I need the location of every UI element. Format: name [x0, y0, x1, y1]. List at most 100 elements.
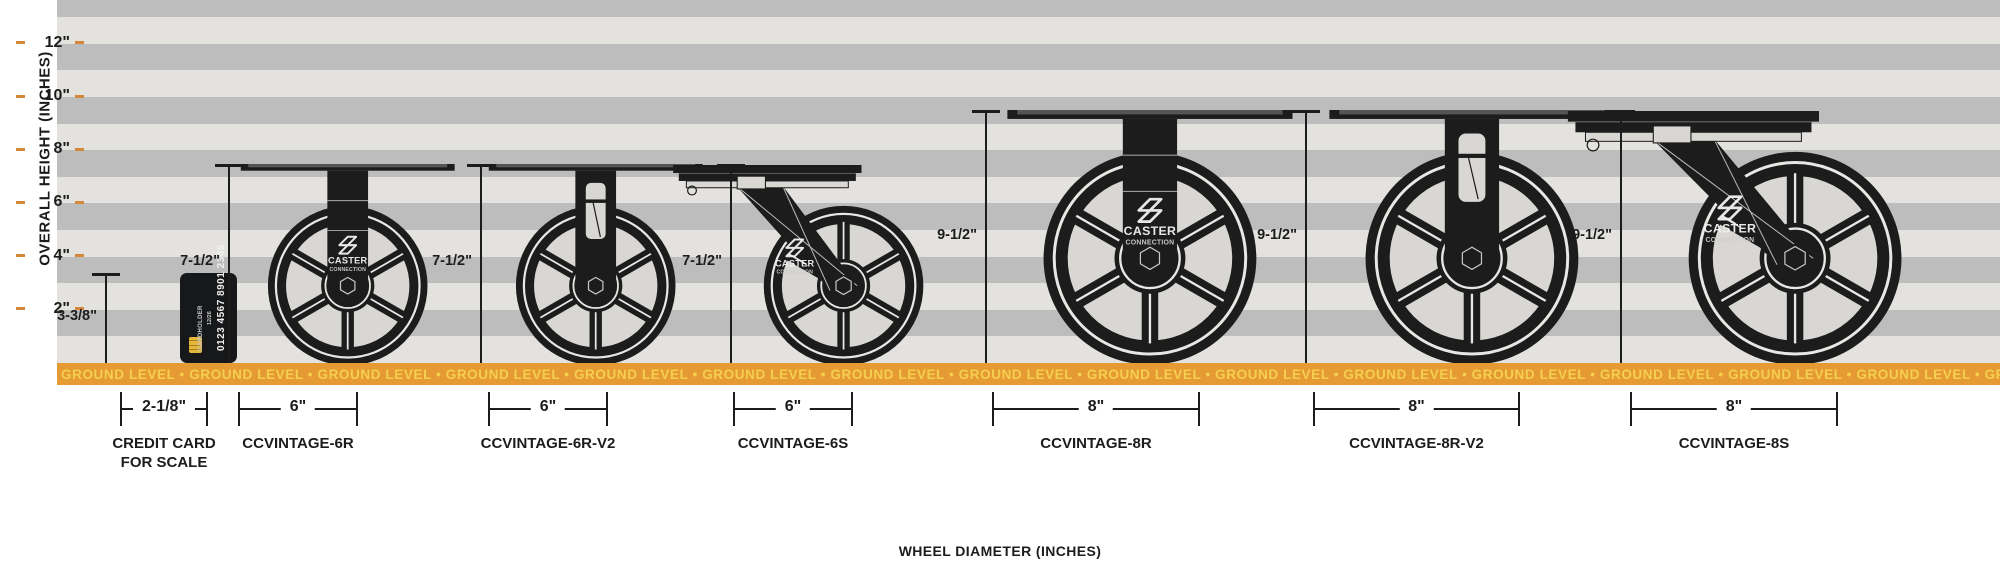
width-dimension-ccvintage-6r-v2: 6" [488, 392, 608, 426]
tick-label: 10" [44, 87, 70, 104]
fork-edge-b [1713, 138, 1778, 266]
width-dimension-ccvintage-8s: 8" [1630, 392, 1838, 426]
kingpin-block [1653, 125, 1692, 144]
width-label: 6" [775, 398, 811, 416]
width-cap-right [1836, 392, 1838, 426]
dimension-cap-top [92, 273, 120, 277]
card-expiry: 12/26 [207, 311, 214, 325]
swivel-raceway-mid [685, 179, 849, 188]
product-graphic-ccvintage-8r: CASTER CONNECTION [1001, 108, 1299, 385]
mount-plate-highlight [496, 163, 695, 167]
mount-plate [1568, 111, 1820, 122]
width-cap-right [1198, 392, 1200, 426]
product-graphic-ccvintage-6r: CASTER CONNECTION [236, 162, 459, 386]
swivel-fork [736, 185, 857, 290]
fork-edge-a [735, 184, 858, 286]
tick-label: 6" [53, 193, 70, 211]
caster-graphic: CASTER CONNECTION [673, 164, 924, 365]
width-label: 8" [1716, 398, 1752, 416]
caster-connection-logo: CASTER CONNECTION [1124, 198, 1176, 247]
fork-edge-b [782, 185, 831, 291]
dimension-label: 9-1/2" [1257, 226, 1297, 243]
dimension-label: 7-1/2" [432, 253, 472, 270]
grease-fitting [686, 185, 697, 196]
fork-edge-a [1652, 138, 1814, 259]
ground-level-banner: GROUND LEVEL • GROUND LEVEL • GROUND LEV… [57, 363, 2000, 385]
product-label-line1: CCVINTAGE-8S [1678, 435, 1790, 452]
caster-graphic [488, 163, 703, 365]
product-label-line1: CCVINTAGE-6R-V2 [480, 435, 616, 452]
y-axis-tick-10: 10" [16, 87, 84, 104]
axle-hex [835, 275, 852, 295]
caster-connection-logo: CASTER CONNECTION [775, 237, 814, 275]
svg-text:CONNECTION: CONNECTION [1126, 240, 1175, 247]
width-dimension-ccvintage-6s: 6" [733, 392, 853, 426]
background-band [57, 43, 2000, 71]
width-cap-right [206, 392, 208, 426]
fork-slot-bar [1458, 154, 1487, 159]
mount-plate-highlight [1339, 110, 1605, 115]
kingpin-block [736, 175, 766, 189]
y-axis-tick-12: 12" [16, 33, 84, 51]
dimension-cap-top [1292, 110, 1320, 114]
tick-label: 12" [44, 33, 70, 51]
axle-hex [1784, 246, 1807, 271]
dimension-cap-top [717, 163, 745, 167]
dimension-cap-top [215, 163, 243, 167]
dimension-line [228, 163, 230, 363]
tick-dash-left [16, 41, 25, 45]
product-graphic-ccvintage-6r-v2 [484, 162, 707, 386]
tick-dash-right [75, 307, 84, 311]
product-label-ccvintage-6r-v2: CCVINTAGE-6R-V2 [398, 435, 698, 452]
dimension-cap-top [467, 163, 495, 167]
card-chip-icon [189, 336, 203, 353]
svg-text:CASTER: CASTER [1704, 222, 1757, 236]
width-label: 6" [530, 398, 566, 416]
width-label: 6" [280, 398, 316, 416]
axle-hex [1139, 246, 1161, 271]
dimension-line [105, 273, 107, 363]
product-label-ccvintage-6r: CCVINTAGE-6R [148, 435, 448, 452]
product-label-line1: CREDIT CARD [112, 435, 216, 452]
fork-slot [1457, 132, 1487, 204]
tick-dash-left [16, 200, 25, 204]
product-label-line1: CCVINTAGE-8R [1040, 435, 1152, 452]
mount-plate [1007, 110, 1293, 120]
mount-plate [240, 163, 455, 171]
y-axis-tick-8: 8" [16, 140, 84, 157]
width-dimension-credit-card: 2-1/8" [120, 392, 208, 426]
product-label-line1: CCVINTAGE-6S [737, 435, 849, 452]
product-label-line2: FOR SCALE [120, 453, 208, 471]
product-label-ccvintage-8r: CCVINTAGE-8R [946, 435, 1246, 452]
dimension-label: 9-1/2" [937, 226, 977, 243]
dimension-line [480, 163, 482, 363]
fork-slot [584, 181, 607, 240]
background-band [57, 0, 2000, 18]
tick-label: 4" [53, 246, 70, 264]
fork-leg [327, 170, 368, 286]
dimension-label: 7-1/2" [682, 253, 722, 270]
axle-hex [339, 276, 356, 295]
width-cap-right [356, 392, 358, 426]
dimension-cap-top [972, 110, 1000, 114]
width-dimension-ccvintage-8r-v2: 8" [1313, 392, 1520, 426]
axle-hex [587, 276, 604, 295]
product-label-line1: CCVINTAGE-6R [242, 435, 354, 452]
product-label-line1: CCVINTAGE-8R-V2 [1349, 435, 1484, 452]
caster-connection-logo: CASTER CONNECTION [328, 235, 367, 272]
dimension-label: 9-1/2" [1572, 226, 1612, 243]
width-cap-right [851, 392, 853, 426]
tick-label: 2" [53, 299, 70, 317]
tick-dash-left [16, 254, 25, 258]
caster-graphic: CASTER CONNECTION [1568, 111, 1902, 365]
tick-dash-right [75, 254, 84, 258]
fork-slot-edge [592, 202, 601, 237]
swivel-fork [1652, 138, 1814, 265]
swivel-raceway-mid [1585, 132, 1803, 143]
caster-artwork-layer: CASTER CONNECTION [236, 108, 1902, 386]
dimension-line [1620, 110, 1622, 363]
dimension-label: 3-3/8" [57, 308, 97, 325]
fork-slot-bar [584, 198, 607, 203]
